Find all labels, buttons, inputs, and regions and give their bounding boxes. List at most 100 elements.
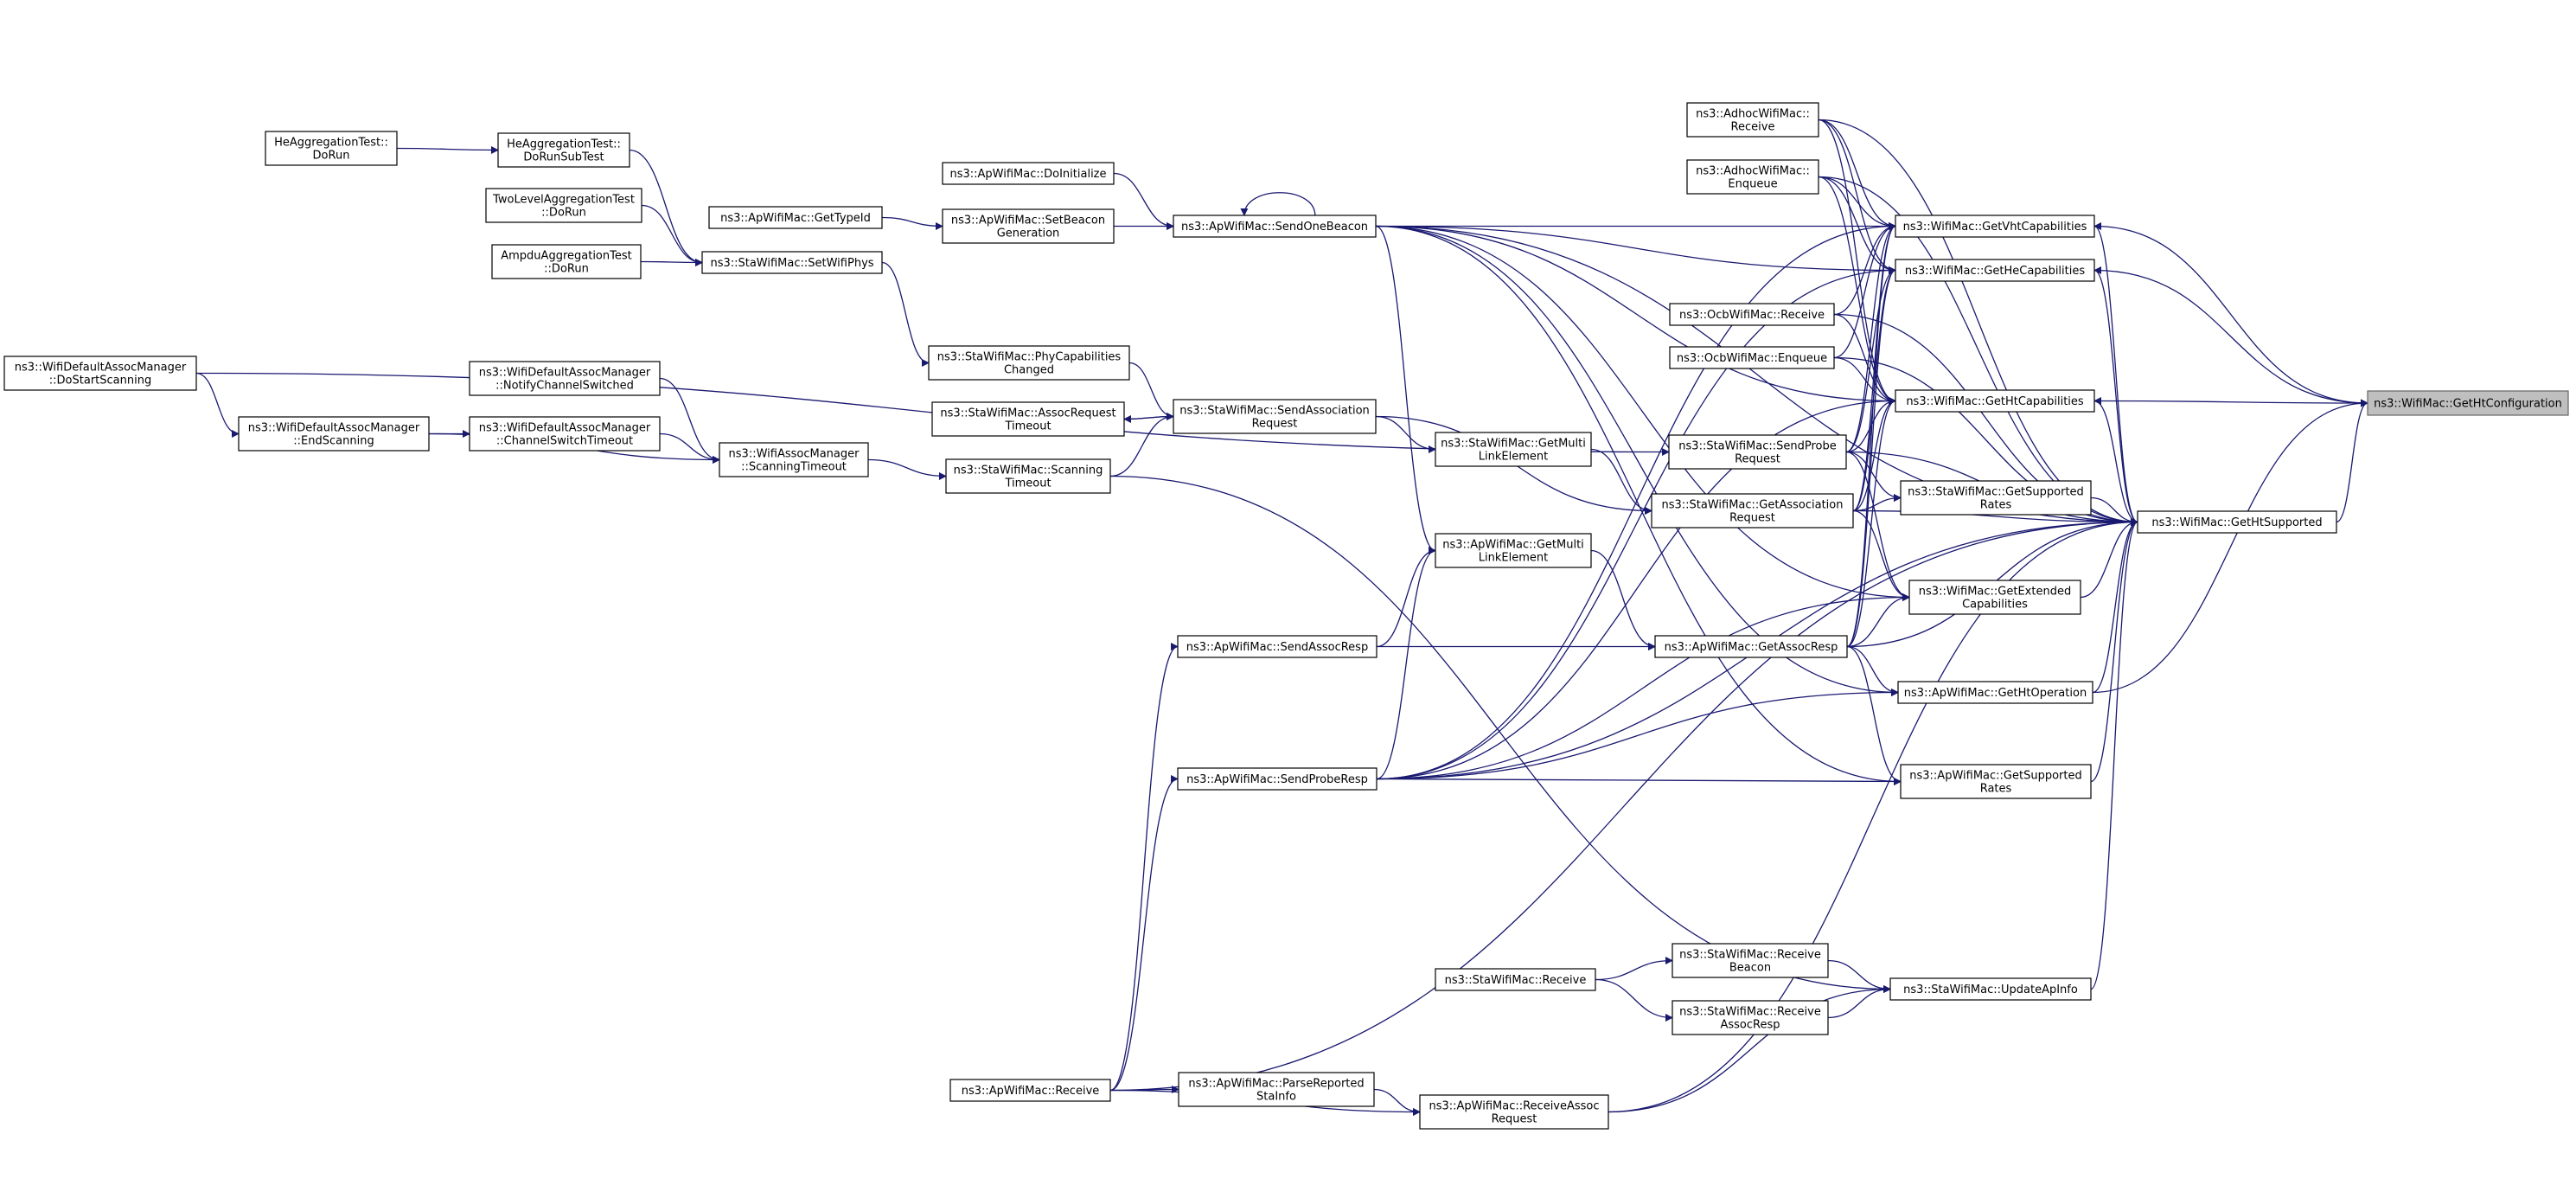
- node-box: [1895, 215, 2095, 238]
- node-label: ns3::StaWifiMac::Scanning: [954, 464, 1103, 477]
- node-label: ns3::StaWifiMac::Receive: [1679, 1006, 1821, 1019]
- edge-heAggRun-to-heAggSub: [396, 145, 499, 154]
- edge-apSendOneBeacon-to-htcap: [1375, 225, 1896, 405]
- node-ocbEnq[interactable]: ns3::OcbWifiMac::Enqueue: [1669, 346, 1835, 369]
- node-adhocEnq[interactable]: ns3::AdhocWifiMac::Enqueue: [1686, 159, 1819, 195]
- edge-wamScanTimeout-to-staScanTimeout: [867, 458, 947, 480]
- node-label: ns3::AdhocWifiMac::: [1696, 165, 1810, 178]
- edge-apGetTypeId-to-apSetBeaconGen: [881, 216, 943, 230]
- node-label: ::DoRun: [541, 207, 586, 220]
- edge-staRecvBeacon-to-staUpdateAp: [1827, 959, 1891, 993]
- edge-apHtOp-to-root: [2092, 399, 2368, 694]
- node-ampdu[interactable]: AmpduAggregationTest::DoRun: [491, 244, 642, 279]
- node-htsup[interactable]: ns3::WifiMac::GetHtSupported: [2137, 510, 2337, 534]
- edge-staSetWifiPhys-to-staPhyCapChanged: [881, 261, 930, 367]
- node-label: Request: [1492, 1113, 1537, 1126]
- node-label: HeAggregationTest::: [507, 138, 621, 151]
- node-box: [708, 206, 883, 229]
- node-box: [1908, 580, 2081, 615]
- node-htcap[interactable]: ns3::WifiMac::GetHtCapabilities: [1895, 389, 2095, 413]
- edge-apSendProbeResp-to-vht: [1376, 222, 1896, 780]
- node-ocbRecv[interactable]: ns3::OcbWifiMac::Receive: [1669, 303, 1835, 326]
- node-box: [949, 1079, 1111, 1102]
- node-box: [1889, 977, 2092, 1001]
- node-root[interactable]: ns3::WifiMac::GetHtConfiguration: [2367, 390, 2569, 416]
- node-label: Changed: [1004, 364, 1054, 377]
- node-heAggSub[interactable]: HeAggregationTest::DoRunSubTest: [497, 132, 630, 168]
- node-label: Generation: [997, 227, 1060, 240]
- node-label: ns3::WifiDefaultAssocManager: [479, 422, 651, 435]
- node-label: Request: [1252, 418, 1298, 431]
- node-adhocRecv[interactable]: ns3::AdhocWifiMac::Receive: [1686, 102, 1819, 138]
- node-apRecv[interactable]: ns3::ApWifiMac::Receive: [949, 1079, 1111, 1102]
- node-apDoInit[interactable]: ns3::ApWifiMac::DoInitialize: [942, 162, 1115, 185]
- node-label: TwoLevelAggregationTest: [492, 194, 635, 207]
- node-box: [1669, 303, 1835, 326]
- node-heAggRun[interactable]: HeAggregationTest::DoRun: [265, 131, 398, 166]
- node-apSendOneBeacon[interactable]: ns3::ApWifiMac::SendOneBeacon: [1173, 215, 1377, 238]
- edge-htsup-to-he: [2093, 266, 2138, 523]
- edge-apSendOneBeacon-to-extCap: [1375, 225, 1910, 601]
- edge-ocbEnq-to-vht: [1833, 222, 1896, 359]
- edge-staUpdateAp-to-htsup: [2090, 518, 2138, 990]
- node-wdamEndScan[interactable]: ns3::WifiDefaultAssocManager::EndScannin…: [238, 416, 430, 452]
- node-label: ns3::OcbWifiMac::Receive: [1679, 309, 1825, 322]
- node-wamScanTimeout[interactable]: ns3::WifiAssocManager::ScanningTimeout: [719, 442, 869, 477]
- edge-adhocRecv-to-htcap: [1818, 119, 1896, 405]
- node-label: ns3::ApWifiMac::GetTypeId: [720, 212, 871, 225]
- node-apSendAssocResp[interactable]: ns3::ApWifiMac::SendAssocResp: [1177, 635, 1377, 658]
- node-box: [701, 251, 883, 274]
- node-label: ns3::ApWifiMac::GetMulti: [1442, 539, 1584, 552]
- node-staRecv[interactable]: ns3::StaWifiMac::Receive: [1435, 968, 1596, 991]
- node-staSetWifiPhys[interactable]: ns3::StaWifiMac::SetWifiPhys: [701, 251, 883, 274]
- node-box: [1419, 1094, 1609, 1130]
- node-wdamNotify[interactable]: ns3::WifiDefaultAssocManager::NotifyChan…: [469, 361, 661, 396]
- edge-apSendProbeResp-to-apHtOp: [1376, 689, 1899, 780]
- node-box: [1900, 764, 2092, 799]
- node-label: Request: [1729, 512, 1775, 525]
- node-apSendProbeResp[interactable]: ns3::ApWifiMac::SendProbeResp: [1177, 767, 1377, 791]
- node-staScanTimeout[interactable]: ns3::StaWifiMac::ScanningTimeout: [945, 458, 1111, 494]
- node-label: DoRunSubTest: [523, 151, 604, 164]
- node-twoLevel[interactable]: TwoLevelAggregationTest::DoRun: [485, 188, 642, 223]
- node-staUpdateAp[interactable]: ns3::StaWifiMac::UpdateApInfo: [1889, 977, 2092, 1001]
- node-apHtOp[interactable]: ns3::ApWifiMac::GetHtOperation: [1897, 681, 2093, 704]
- node-box: [1654, 635, 1848, 658]
- node-label: ns3::StaWifiMac::GetMulti: [1441, 438, 1586, 451]
- edge-wdamNotify-to-wamScanTimeout: [659, 377, 720, 464]
- edge-staGetAssoc-to-extCap: [1852, 509, 1910, 601]
- node-label: ns3::ApWifiMac::DoInitialize: [949, 168, 1106, 181]
- node-box: [1173, 399, 1377, 434]
- node-vht[interactable]: ns3::WifiMac::GetVhtCapabilities: [1895, 215, 2095, 238]
- node-he[interactable]: ns3::WifiMac::GetHeCapabilities: [1895, 259, 2095, 282]
- node-wdamDoStartScan[interactable]: ns3::WifiDefaultAssocManager::DoStartSca…: [3, 356, 197, 391]
- node-box: [945, 458, 1111, 494]
- edge-apSendProbeResp-to-apSuppRates: [1376, 777, 1902, 785]
- node-apGetAssocResp[interactable]: ns3::ApWifiMac::GetAssocResp: [1654, 635, 1848, 658]
- node-label: ns3::WifiMac::GetHtCapabilities: [1906, 395, 2084, 408]
- node-label: StaInfo: [1256, 1091, 1296, 1104]
- node-label: ::NotifyChannelSwitched: [495, 380, 634, 393]
- node-label: ns3::StaWifiMac::GetAssociation: [1661, 499, 1843, 512]
- node-wdamChSwTimeout[interactable]: ns3::WifiDefaultAssocManager::ChannelSwi…: [469, 416, 661, 452]
- node-box: [1686, 102, 1819, 138]
- node-apGetTypeId[interactable]: ns3::ApWifiMac::GetTypeId: [708, 206, 883, 229]
- edge-adhocEnq-to-htcap: [1818, 176, 1896, 405]
- node-box: [1651, 493, 1854, 529]
- node-label: ns3::WifiDefaultAssocManager: [15, 362, 187, 375]
